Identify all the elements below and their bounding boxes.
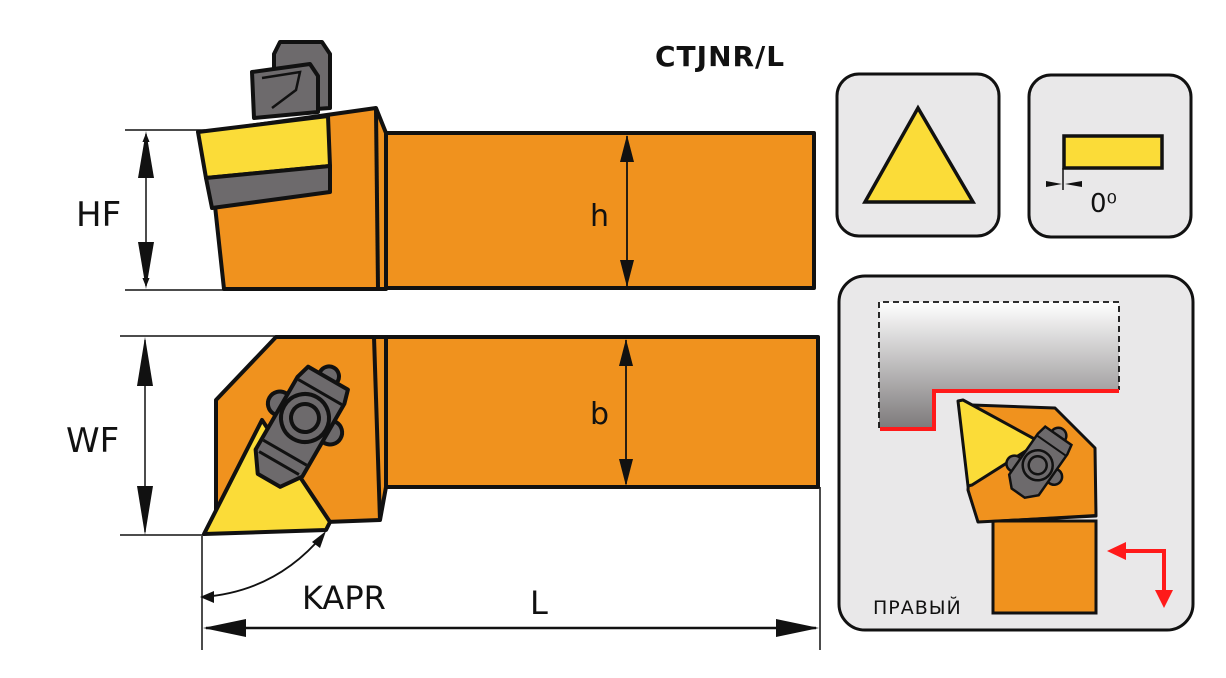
hand-label: ПРАВЫЙ xyxy=(873,596,962,619)
wf-label: WF xyxy=(66,421,119,461)
top-clamp xyxy=(253,364,350,489)
kapr-arc xyxy=(201,534,324,598)
h-label: h xyxy=(590,199,609,234)
l-arrow-left-icon xyxy=(203,619,246,637)
hf-arrow-up-icon xyxy=(138,131,154,178)
triangle-insert-icon xyxy=(862,104,977,204)
b-arrow-down-icon xyxy=(619,459,633,486)
feed-arrow-down-icon xyxy=(1155,590,1173,608)
workpiece-outline xyxy=(878,301,1120,428)
clearance-arrow-left-icon xyxy=(1065,181,1082,187)
l-arrow-right-icon xyxy=(776,619,819,637)
b-arrow-up-icon xyxy=(619,339,633,366)
side-view: HF h xyxy=(76,40,816,291)
h-arrow-down-icon xyxy=(620,260,634,287)
clearance-angle-icon xyxy=(1062,134,1164,170)
workpiece xyxy=(879,302,1119,428)
side-shank xyxy=(384,131,816,290)
clearance-angle-label: 0⁰ xyxy=(1090,189,1117,219)
clamp-detail xyxy=(261,70,302,109)
l-label: L xyxy=(530,584,548,622)
cut-profile-line xyxy=(880,389,1119,431)
side-shim xyxy=(204,164,332,210)
top-view: WF b KAPR L xyxy=(66,335,821,650)
model-title: CTJNR/L xyxy=(655,40,785,73)
clearance-arrow-right-icon xyxy=(1046,181,1062,187)
app-clamp xyxy=(1005,424,1074,500)
wf-arrow-up-icon xyxy=(137,337,153,386)
b-label: b xyxy=(590,397,609,432)
kapr-arrow-left-icon xyxy=(200,591,214,603)
clamp-lever xyxy=(250,62,320,120)
feed-path xyxy=(1124,549,1166,594)
side-head-edge xyxy=(374,109,380,290)
kapr-label: KAPR xyxy=(302,579,386,617)
kapr-arrow-icon xyxy=(312,531,326,548)
wf-arrow-down-icon xyxy=(137,486,153,535)
application-panel: ПРАВЫЙ xyxy=(837,274,1195,632)
hf-label: HF xyxy=(76,195,121,235)
top-head-edge xyxy=(372,336,382,521)
clearance-angle-panel: 0⁰ xyxy=(1027,73,1193,239)
insert-shape-panel xyxy=(835,72,1001,238)
hf-arrow-down-icon xyxy=(138,242,154,289)
app-tool-shank xyxy=(991,519,1098,615)
h-arrow-up-icon xyxy=(620,135,634,162)
feed-arrow-left-icon xyxy=(1107,542,1126,560)
